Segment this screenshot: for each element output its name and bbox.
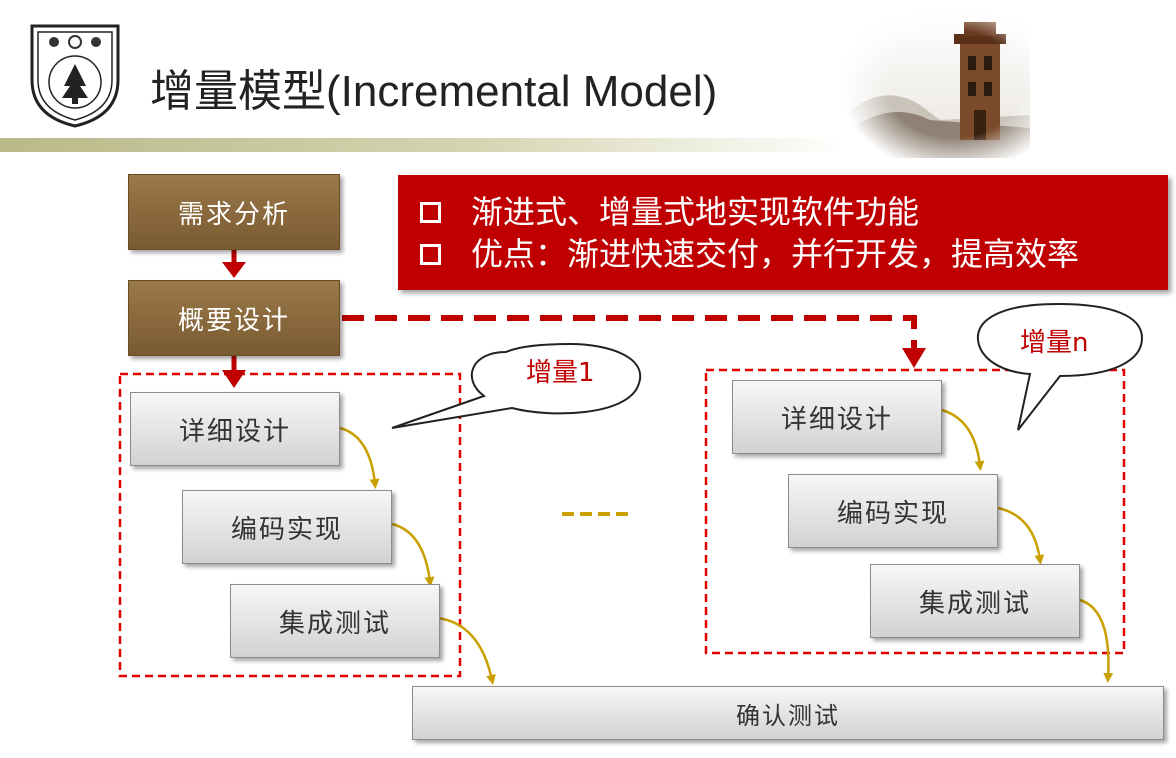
increment-1-frame	[118, 372, 462, 678]
increment-1-callout-bubble	[391, 342, 642, 429]
arrow-requirements-to-design	[222, 262, 246, 278]
increment-n-coding-box: 编码实现	[788, 474, 998, 548]
increment-n-frame	[704, 368, 1126, 655]
summary-callout: 渐进式、增量式地实现软件功能 优点：渐进快速交付，并行开发，提高效率	[398, 175, 1168, 290]
increment-1-detail-design-box: 详细设计	[130, 392, 340, 466]
high-level-design-box: 概要设计	[128, 280, 340, 356]
requirements-analysis-box: 需求分析	[128, 174, 340, 250]
increment-1-integration-test-box: 集成测试	[230, 584, 440, 658]
university-seal-icon	[26, 20, 124, 130]
square-bullet-icon	[420, 201, 441, 223]
square-bullet-icon	[420, 243, 441, 265]
acceptance-test-box: 确认测试	[412, 686, 1164, 740]
summary-item: 优点：渐进快速交付，并行开发，提高效率	[420, 233, 1146, 275]
page-title: 增量模型(Incremental Model)	[150, 67, 718, 116]
arrow-design-to-increment-n	[342, 315, 917, 350]
increment-n-callout-bubble	[976, 302, 1144, 431]
increment-n-detail-design-box: 详细设计	[732, 380, 942, 454]
increment-1-coding-box: 编码实现	[182, 490, 392, 564]
increment-n-integration-test-box: 集成测试	[870, 564, 1080, 638]
summary-item: 渐进式、增量式地实现软件功能	[420, 191, 1146, 233]
increment-1-label: 增量1	[526, 358, 595, 388]
arrow-design-to-increment-1	[222, 370, 246, 388]
increment-n-label: 增量n	[1020, 328, 1089, 358]
university-tower-photo	[840, 10, 1030, 158]
title-underline-bar	[0, 138, 850, 152]
